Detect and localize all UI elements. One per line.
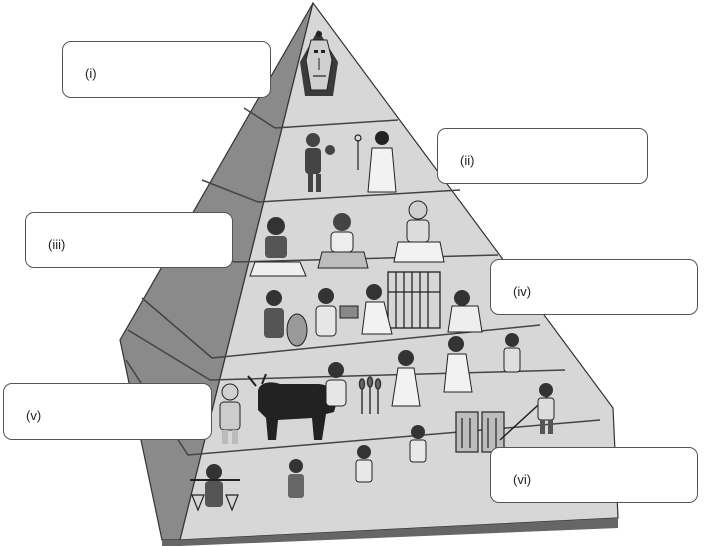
slave-figure-icon: [355, 445, 373, 483]
label-box-v[interactable]: (v): [3, 383, 212, 440]
noble-figure-icon: [354, 131, 397, 193]
label-iv: (iv): [513, 284, 532, 299]
scribe-figure-icon: [393, 200, 445, 263]
label-box-iv[interactable]: (iv): [490, 259, 698, 315]
pyramid-base-band: [162, 518, 618, 546]
artisan-figure-icon: [315, 288, 359, 337]
door-icon: [455, 411, 505, 453]
artisan-figure-icon: [447, 290, 483, 333]
scribe-figure-icon: [317, 213, 369, 269]
farmer-figure-icon: [503, 333, 521, 373]
loom-icon: [387, 271, 441, 329]
slave-figure-icon: [288, 459, 304, 498]
label-box-vi[interactable]: (vi): [490, 447, 698, 503]
scribe-figure-icon: [249, 217, 307, 277]
farmer-figure-icon: [219, 383, 241, 444]
artisan-figure-icon: [264, 290, 308, 347]
farmer-figure-icon: [443, 336, 473, 393]
label-vi: (vi): [513, 472, 532, 487]
slave-figure-icon: [499, 383, 555, 441]
label-ii: (ii): [460, 153, 475, 168]
label-i: (i): [85, 66, 97, 81]
noble-figure-icon: [305, 133, 335, 192]
wheat-icon: [358, 376, 382, 414]
farmer-figure-icon: [325, 362, 347, 407]
pharaoh-mask-icon: [300, 30, 338, 96]
farmer-figure-icon: [391, 350, 421, 407]
slave-figure-icon: [409, 425, 427, 463]
label-iii: (iii): [48, 237, 66, 252]
label-box-ii[interactable]: (ii): [437, 128, 648, 184]
slave-figure-icon: [190, 464, 240, 512]
label-v: (v): [26, 408, 42, 423]
label-box-iii[interactable]: (iii): [25, 212, 233, 268]
artisan-figure-icon: [361, 284, 393, 335]
label-box-i[interactable]: (i): [62, 41, 271, 98]
ox-icon: [247, 373, 338, 440]
